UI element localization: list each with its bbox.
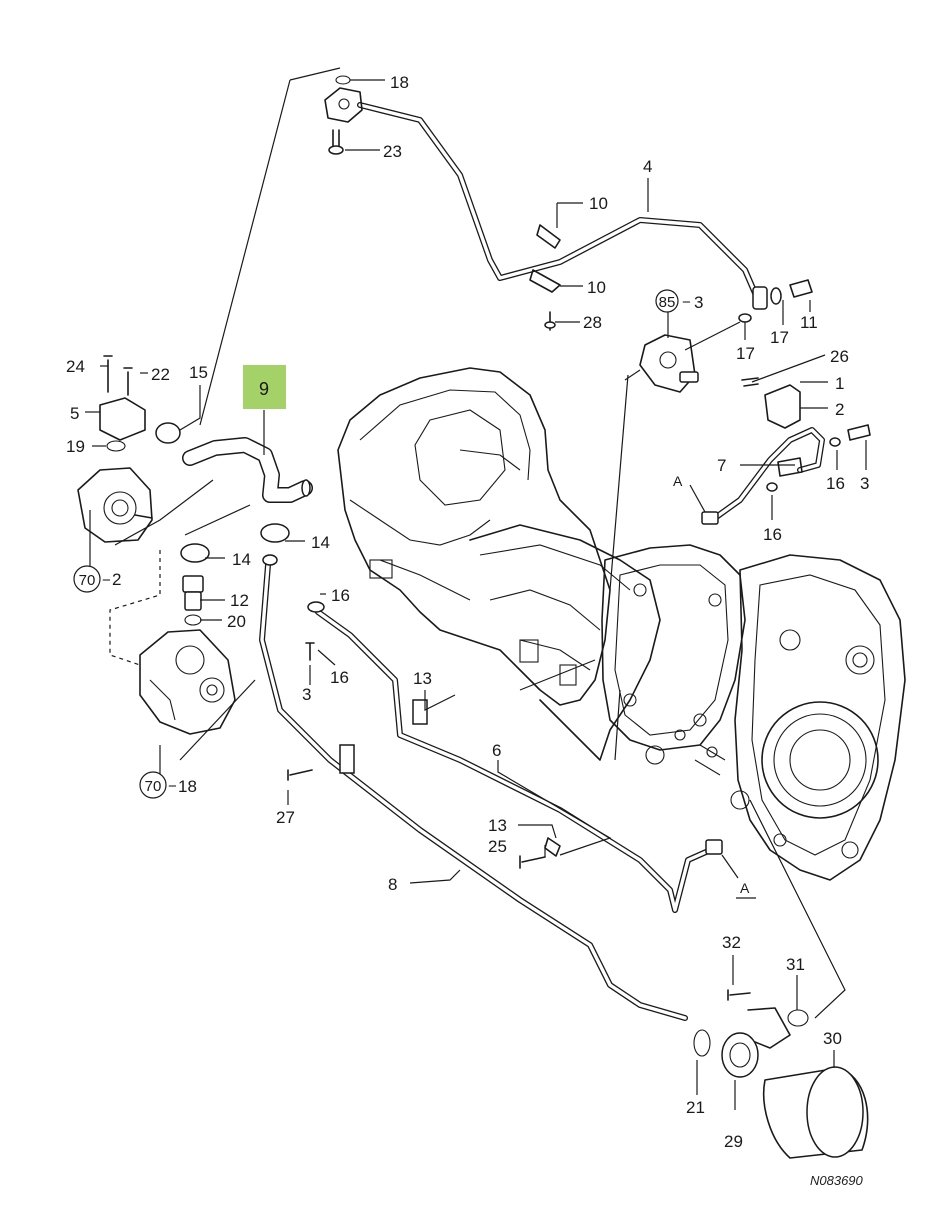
pipe-4 xyxy=(357,102,761,303)
dash-70-upper: − xyxy=(102,572,111,589)
callout-30: 30 xyxy=(823,1029,842,1048)
callout-a-upper: A xyxy=(673,473,683,489)
callout-4: 4 xyxy=(643,157,652,176)
callout-85-sub: 3 xyxy=(694,293,703,312)
callout-32: 32 xyxy=(722,933,741,952)
callout-a-lower: A xyxy=(740,880,750,896)
valve-85 xyxy=(639,334,699,393)
callout-labels: 18 23 4 10 10 28 85 − 3 11 17 17 26 1 2 … xyxy=(66,73,869,1188)
callout-17-left: 17 xyxy=(736,344,755,363)
callout-14-left: 14 xyxy=(232,550,251,569)
callout-23: 23 xyxy=(383,142,402,161)
callout-16-mid: 16 xyxy=(763,525,782,544)
callout-85-circle xyxy=(655,289,679,313)
callout-10-upper: 10 xyxy=(589,194,608,213)
callout-29: 29 xyxy=(724,1132,743,1151)
callout-16-left-upper: 16 xyxy=(331,586,350,605)
callout-22: 22 xyxy=(151,365,170,384)
callout-2-right: 2 xyxy=(835,400,844,419)
callout-17-right: 17 xyxy=(770,328,789,347)
fitting-5-24-22-15 xyxy=(99,355,181,444)
callout-3-right: 3 xyxy=(860,474,869,493)
pipe-6 xyxy=(315,609,718,913)
pump-70-2 xyxy=(77,440,153,543)
highlight-box xyxy=(243,365,286,409)
callout-19: 19 xyxy=(66,437,85,456)
dashed-guides xyxy=(109,550,161,666)
callout-70-lower-sub: 18 xyxy=(178,777,197,796)
fitting-18-23 xyxy=(324,75,363,155)
callout-6: 6 xyxy=(492,741,501,760)
union-11-17 xyxy=(738,279,813,323)
pump-70-18 xyxy=(139,629,236,735)
reference-code: N083690 xyxy=(810,1173,864,1188)
callout-9-highlighted: 9 xyxy=(259,379,269,399)
callout-27: 27 xyxy=(276,808,295,827)
callout-5: 5 xyxy=(70,404,79,423)
transmission-housing xyxy=(337,367,906,881)
callout-70-lower: 70 xyxy=(145,778,162,795)
callout-26: 26 xyxy=(830,347,849,366)
callout-21: 21 xyxy=(686,1098,705,1117)
filter-29-30 xyxy=(693,989,869,1159)
callout-70-upper-sub: 2 xyxy=(112,570,121,589)
callout-70-upper-circle xyxy=(73,565,101,593)
callout-7: 7 xyxy=(717,456,726,475)
callout-70-lower-circle xyxy=(139,771,167,799)
bolts-misc xyxy=(287,601,561,869)
pipe-7 xyxy=(709,427,825,523)
dash-85: − xyxy=(682,294,691,311)
callout-3-left: 3 xyxy=(302,685,311,704)
callout-8: 8 xyxy=(388,875,397,894)
callout-14-right: 14 xyxy=(311,533,330,552)
clamps-14 xyxy=(180,523,290,566)
clips-10 xyxy=(529,224,561,331)
callout-11: 11 xyxy=(800,313,818,332)
pipe-8 xyxy=(259,562,688,1021)
callout-12: 12 xyxy=(230,591,249,610)
leader-lines xyxy=(85,67,867,1110)
callout-25: 25 xyxy=(488,837,507,856)
callout-16-left-lower: 16 xyxy=(330,668,349,687)
callout-18-top: 18 xyxy=(390,73,409,92)
callout-70-upper: 70 xyxy=(79,572,96,589)
callout-20: 20 xyxy=(227,612,246,631)
callout-31: 31 xyxy=(786,955,805,974)
callout-28: 28 xyxy=(583,313,602,332)
callout-85: 85 xyxy=(659,294,676,311)
fitting-a xyxy=(701,457,803,855)
callout-1: 1 xyxy=(835,374,844,393)
plug-12-20 xyxy=(182,575,204,626)
bracket-1-2 xyxy=(741,377,871,447)
callout-13-lower: 13 xyxy=(488,816,507,835)
callout-15: 15 xyxy=(189,363,208,382)
callout-24: 24 xyxy=(66,357,85,376)
callout-10-lower: 10 xyxy=(587,278,606,297)
hose-9 xyxy=(182,437,313,503)
dash-70-lower: − xyxy=(168,778,177,795)
callout-16-right: 16 xyxy=(826,474,845,493)
callout-13-upper: 13 xyxy=(413,669,432,688)
